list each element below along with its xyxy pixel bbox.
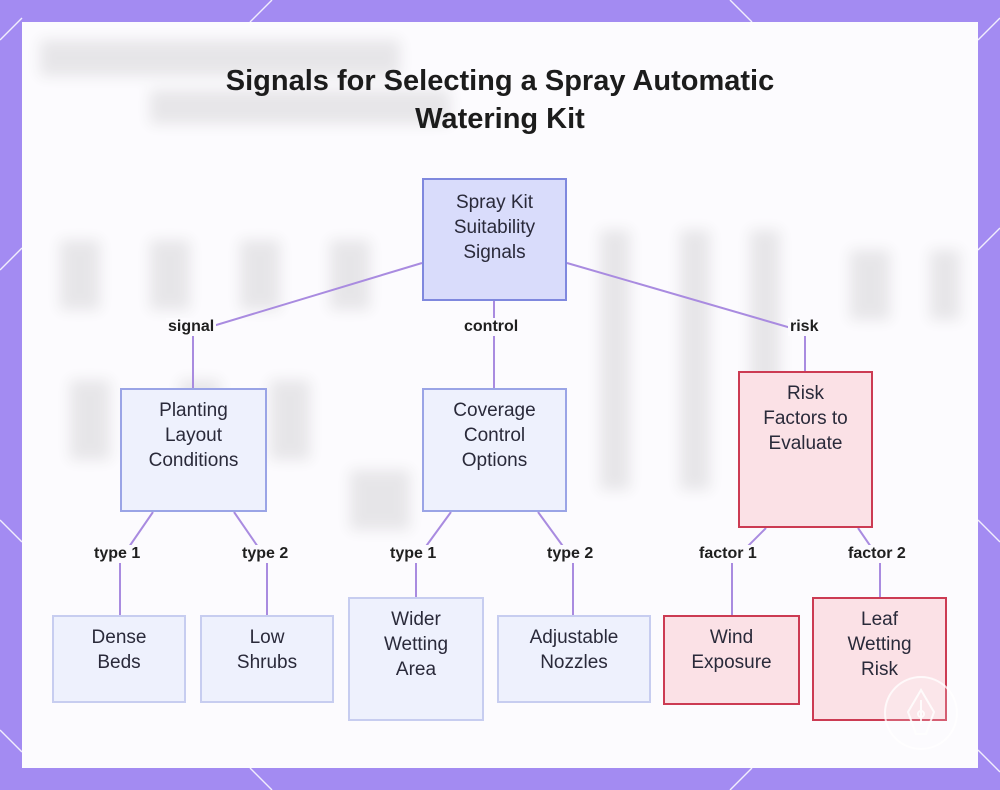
node-label: Adjustable Nozzles [529,627,619,673]
node-label: Coverage Control Options [453,400,536,471]
edge-type2-b [537,511,574,615]
diagram-title: Signals for Selecting a Spray Automatic … [225,65,775,135]
node-adjustable-nozzles: Adjustable Nozzles [497,615,651,703]
edge-label-signal: signal [166,318,217,336]
edge-label-type1-b: type 1 [388,545,439,563]
node-label: Wind Exposure [691,627,772,673]
node-label: Low Shrubs [236,627,298,673]
node-wind-exposure: Wind Exposure [663,615,800,705]
node-label: Leaf Wetting Risk [847,609,912,680]
node-dense-beds: Dense Beds [52,615,186,703]
node-planting-layout: Planting Layout Conditions [120,388,267,512]
edge-signal [192,262,423,388]
edge-risk [566,262,806,372]
node-low-shrubs: Low Shrubs [200,615,334,703]
edge-label-control: control [462,318,521,336]
edge-label-type1-a: type 1 [92,545,143,563]
edge-label-type2-b: type 2 [545,545,596,563]
node-label: Dense Beds [91,627,147,673]
edge-label-factor2: factor 2 [846,545,908,563]
node-risk-factors: Risk Factors to Evaluate [738,371,873,528]
edge-label-type2-a: type 2 [240,545,291,563]
node-coverage-control: Coverage Control Options [422,388,567,512]
node-label: Spray Kit Suitability Signals [453,192,536,263]
node-label: Risk Factors to Evaluate [763,383,848,454]
node-label: Wider Wetting Area [383,609,449,680]
edge-factor1 [731,527,767,615]
edge-type2-a [233,511,268,615]
node-spray-kit-suitability: Spray Kit Suitability Signals [422,178,567,301]
edge-label-risk: risk [788,318,821,336]
node-wider-wetting-area: Wider Wetting Area [348,597,484,721]
edge-label-factor1: factor 1 [697,545,759,563]
node-label: Planting Layout Conditions [148,400,239,471]
edge-type1-a [119,511,154,615]
pen-nib-logo-icon [884,676,958,750]
